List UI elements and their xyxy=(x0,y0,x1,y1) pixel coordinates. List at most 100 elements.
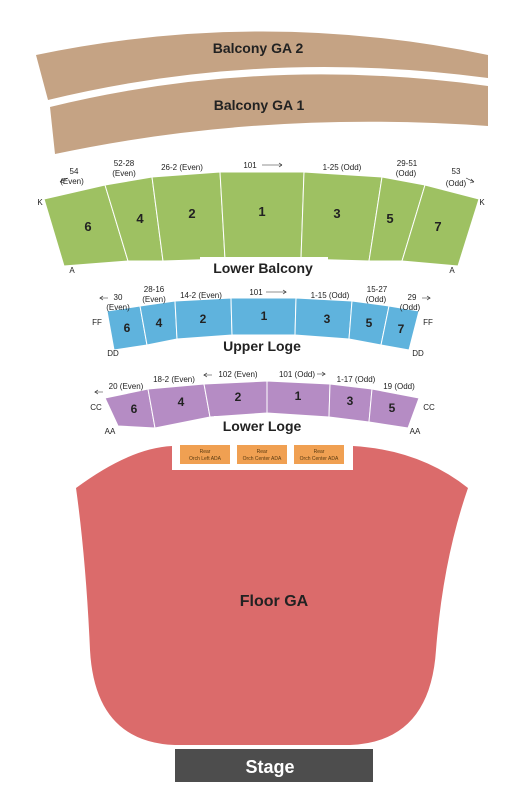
stage-block xyxy=(175,749,373,782)
ll-note-6: 20 (Even) xyxy=(109,382,144,391)
balcony-ga-1-section[interactable] xyxy=(50,74,488,154)
ada-box-center-2[interactable] xyxy=(294,445,344,464)
ada-center1-line1: Rear xyxy=(257,449,268,455)
ada-row: Rear Orch Left ADA Rear Orch Center ADA … xyxy=(180,445,344,464)
lb-note-1: 101 xyxy=(243,161,257,170)
stage-label: Stage xyxy=(245,757,294,777)
ll-note-2: 102 (Even) xyxy=(218,370,257,379)
lower-loge-num-6: 6 xyxy=(131,402,138,416)
lb-note-3: 1-25 (Odd) xyxy=(323,163,362,172)
lower-loge-num-2: 2 xyxy=(235,390,242,404)
upper-loge-row-ff-right: FF xyxy=(423,318,433,327)
ll-note-4: 18-2 (Even) xyxy=(153,375,195,384)
lower-balcony-row-labels: K K A A xyxy=(37,198,485,275)
floor-ga-label: Floor GA xyxy=(240,593,309,610)
lb-note-7b: (Odd) xyxy=(446,179,467,188)
lb-note-4a: 52-28 xyxy=(114,159,135,168)
lower-loge-num-4: 4 xyxy=(178,395,185,409)
lower-balcony-label: Lower Balcony xyxy=(213,260,313,276)
upper-loge-num-1: 1 xyxy=(261,309,268,323)
lower-loge-row-aa-right: AA xyxy=(410,427,421,436)
lower-loge-num-1: 1 xyxy=(295,389,302,403)
upper-loge-arrows xyxy=(99,289,431,301)
lb-note-6a: 54 xyxy=(70,167,79,176)
lower-loge-label: Lower Loge xyxy=(223,418,302,434)
ul-note-3: 1-15 (Odd) xyxy=(311,291,350,300)
ul-arrow-left xyxy=(99,295,108,301)
lower-loge-row-cc-right: CC xyxy=(423,403,435,412)
ul-note-5b: (Odd) xyxy=(366,295,387,304)
ul-note-4a: 28-16 xyxy=(144,285,165,294)
lower-loge-group xyxy=(104,380,420,429)
lb-note-7a: 53 xyxy=(452,167,461,176)
upper-loge-row-dd-left: DD xyxy=(107,349,119,358)
upper-loge-label-bg xyxy=(215,336,309,356)
ll-arrow-102 xyxy=(203,372,212,378)
lower-balcony-num-1: 1 xyxy=(258,204,265,219)
upper-loge-section-numbers: 6 4 2 1 3 5 7 xyxy=(124,309,405,336)
ada-left-line1: Rear xyxy=(200,449,211,455)
lb-note-5b: (Odd) xyxy=(396,169,417,178)
lb-note-6b: (Even) xyxy=(60,177,84,186)
balcony-ga-1-label: Balcony GA 1 xyxy=(214,97,305,113)
lower-balcony-num-6: 6 xyxy=(84,219,91,234)
upper-loge-group xyxy=(106,297,420,351)
lower-balcony-num-5: 5 xyxy=(386,211,393,226)
upper-loge-seat-notes: 30 (Even) 28-16 (Even) 14-2 (Even) 101 1… xyxy=(106,285,420,312)
lower-loge-num-3: 3 xyxy=(347,394,354,408)
ll-arrow-left xyxy=(94,389,103,395)
lower-loge-row-cc-left: CC xyxy=(90,403,102,412)
ul-note-6a: 30 xyxy=(114,293,123,302)
lower-loge-num-5: 5 xyxy=(389,401,396,415)
lower-loge-row-aa-left: AA xyxy=(105,427,116,436)
lb-arrow-right xyxy=(465,177,475,184)
ada-left-line2: Orch Left ADA xyxy=(189,456,222,462)
lb-arrow-101 xyxy=(262,162,283,168)
upper-loge-num-7: 7 xyxy=(398,322,405,336)
ul-note-7b: (Odd) xyxy=(400,303,421,312)
upper-loge-row-dd-right: DD xyxy=(412,349,424,358)
lower-balcony-section-3[interactable] xyxy=(300,171,383,262)
upper-loge-row-ff-left: FF xyxy=(92,318,102,327)
lower-balcony-row-a-right: A xyxy=(449,266,455,275)
ada-box-left[interactable] xyxy=(180,445,230,464)
ul-note-2: 14-2 (Even) xyxy=(180,291,222,300)
ul-note-6b: (Even) xyxy=(106,303,130,312)
upper-loge-num-5: 5 xyxy=(366,316,373,330)
lower-balcony-num-4: 4 xyxy=(136,211,144,226)
upper-loge-num-6: 6 xyxy=(124,321,131,335)
lower-balcony-row-k-right: K xyxy=(479,198,485,207)
ada-center2-line2: Orch Center ADA xyxy=(300,456,339,462)
ll-arrow-101 xyxy=(317,371,326,377)
ul-note-7a: 29 xyxy=(408,293,417,302)
lower-balcony-seat-notes: 54 (Even) 52-28 (Even) 26-2 (Even) 101 1… xyxy=(60,159,466,188)
balcony-ga-2-section[interactable] xyxy=(36,31,488,101)
upper-loge-section-7[interactable] xyxy=(380,305,420,351)
lower-loge-section-numbers: 6 4 2 1 3 5 xyxy=(131,389,396,416)
ada-center2-line1: Rear xyxy=(314,449,325,455)
upper-loge-num-2: 2 xyxy=(200,312,207,326)
lower-balcony-group xyxy=(43,171,480,267)
lower-loge-arrows xyxy=(94,371,326,395)
lower-balcony-label-bg xyxy=(200,257,328,279)
lower-loge-section-5[interactable] xyxy=(368,388,420,429)
ul-note-5a: 15-27 xyxy=(367,285,388,294)
balcony-ga-2-label: Balcony GA 2 xyxy=(213,40,304,56)
ul-note-1: 101 xyxy=(249,288,263,297)
lower-balcony-section-numbers: 6 4 2 1 3 5 7 xyxy=(84,204,441,234)
ada-center1-line2: Orch Center ADA xyxy=(243,456,282,462)
floor-ga-section[interactable] xyxy=(76,446,468,745)
lower-balcony-row-k-left: K xyxy=(37,198,43,207)
lb-note-5a: 29-51 xyxy=(397,159,418,168)
lower-balcony-num-2: 2 xyxy=(188,206,195,221)
ada-box-center-1[interactable] xyxy=(237,445,287,464)
lower-balcony-section-7[interactable] xyxy=(401,184,480,267)
lb-arrow-left xyxy=(59,177,69,184)
lower-balcony-arrows xyxy=(59,162,475,184)
upper-loge-num-4: 4 xyxy=(156,316,163,330)
ul-arrow-right xyxy=(422,295,431,301)
upper-loge-label: Upper Loge xyxy=(223,338,301,354)
lower-loge-seat-notes: 20 (Even) 18-2 (Even) 102 (Even) 101 (Od… xyxy=(109,370,415,391)
